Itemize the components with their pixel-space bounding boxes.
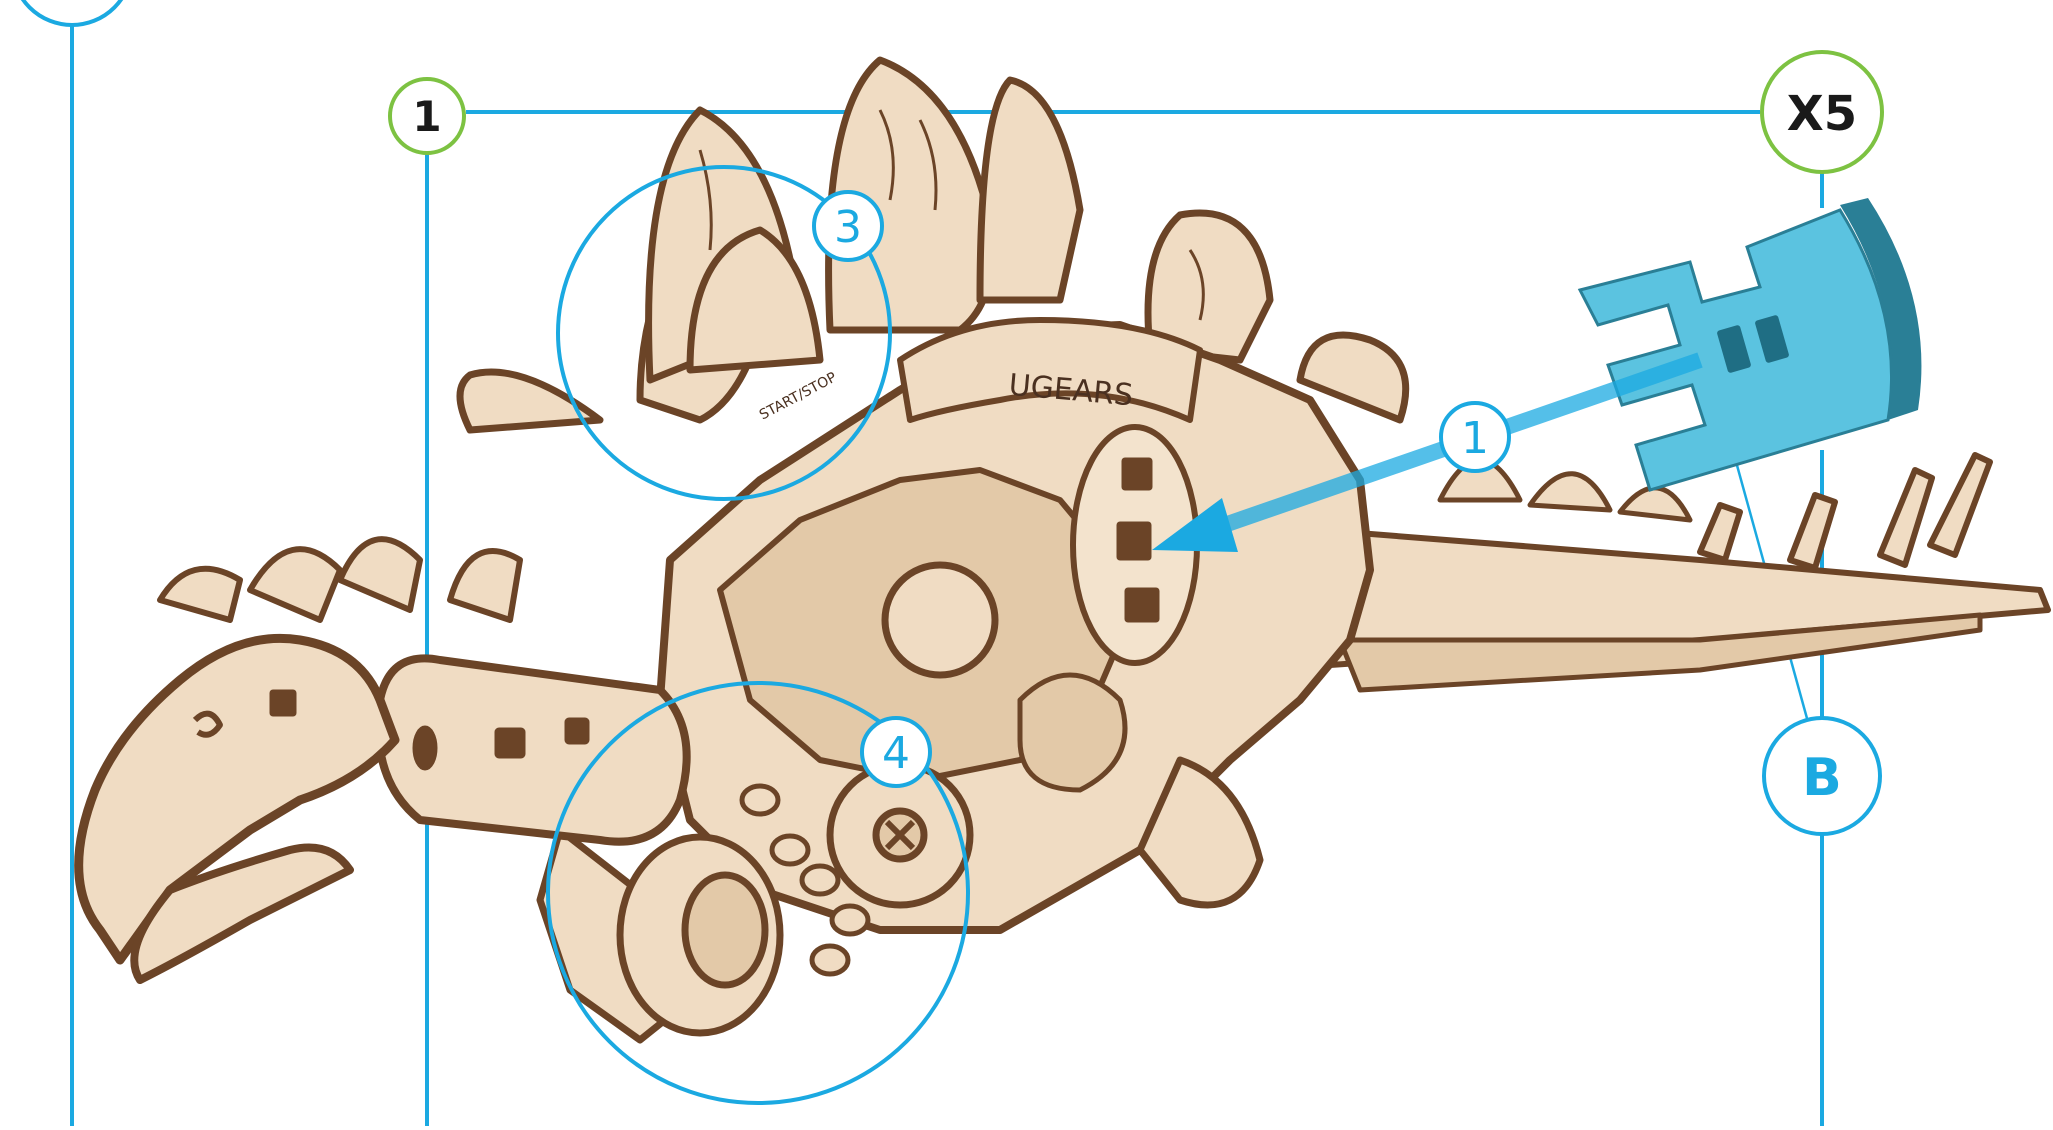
part-letter: B (1802, 748, 1842, 808)
gear-tooth (742, 786, 778, 814)
part-letter-badge: B (1764, 718, 1880, 834)
front-wheel-inner (685, 875, 765, 985)
quantity-label: X5 (1787, 86, 1857, 142)
body-hub (885, 565, 995, 675)
previous-callout-circle (12, 0, 132, 25)
pin-part-icon (1580, 198, 1921, 490)
head-slots (270, 690, 296, 716)
neck-hole (413, 726, 437, 770)
callout-4-label: 4 (882, 728, 910, 779)
callout-4: 4 (862, 718, 930, 786)
back-plate (460, 372, 600, 430)
head-slot (270, 690, 296, 716)
switch-engraving: START/STOP (757, 369, 839, 423)
quantity-badge: X5 (1762, 52, 1882, 172)
neck-plate (160, 569, 240, 620)
gear-tooth (772, 836, 808, 864)
tail-spike (1880, 470, 1932, 565)
tail-spikes (1700, 455, 1990, 568)
gear-tooth (832, 906, 868, 934)
tail-plate (1620, 488, 1690, 520)
arrow-callout: 1 (1441, 403, 1509, 471)
arrow-callout-label: 1 (1461, 413, 1489, 464)
dial-slot (1117, 522, 1151, 560)
callout-3-label: 3 (834, 202, 862, 253)
tail-spike (1930, 455, 1990, 555)
gear-tooth (802, 866, 838, 894)
step-badge: 1 (390, 79, 464, 153)
stegosaurus-model (79, 60, 2048, 1040)
neck-slot (565, 718, 589, 744)
dial-slot (1122, 458, 1152, 490)
callout-3: 3 (814, 192, 882, 260)
neck-plate (340, 539, 420, 610)
tail-plate (1530, 474, 1610, 510)
gear-tooth (812, 946, 848, 974)
tail-spike (1790, 495, 1835, 568)
neck-plate (250, 549, 340, 620)
neck-plates (160, 539, 520, 620)
neck-plate (450, 551, 520, 620)
step-number: 1 (412, 92, 441, 141)
dial-slot (1125, 588, 1159, 622)
neck-slot (495, 728, 525, 758)
tail-spike (1700, 505, 1740, 560)
